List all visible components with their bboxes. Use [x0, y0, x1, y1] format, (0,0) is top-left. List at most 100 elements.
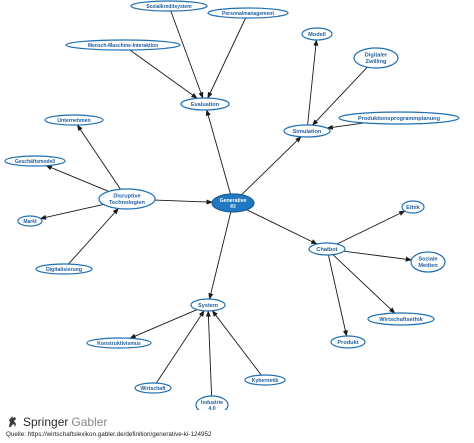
edge-produktionsplanung-to-simulation	[326, 122, 365, 130]
springer-horse-icon	[9, 416, 16, 427]
source-line: Quelle: https://wirtschaftslexikon.gable…	[6, 431, 212, 438]
node-simulation[interactable]: Simulation	[283, 124, 331, 138]
edge-industrie-to-system	[205, 310, 213, 397]
edge-disruptive-to-unternehmen	[76, 124, 121, 190]
node-label: Produktionsprogrammplanung	[358, 116, 441, 122]
node-shape	[98, 188, 156, 210]
node-evaluation[interactable]: Evaluation	[180, 97, 230, 111]
edge-center-to-system	[208, 211, 232, 300]
node-shape	[353, 47, 399, 69]
node-shape	[65, 39, 181, 51]
node-produktionsplanung[interactable]: Produktionsprogrammplanung	[338, 111, 460, 125]
node-label: Wirtschaft	[140, 386, 166, 392]
node-shape	[134, 382, 172, 394]
node-label: Digitaler	[365, 53, 388, 59]
node-label: Soziale	[418, 257, 437, 263]
node-label: Mensch-Maschine-Interaktion	[88, 43, 158, 49]
node-wirtschaft[interactable]: Wirtschaft	[134, 382, 172, 394]
node-shape	[308, 242, 346, 256]
node-shape	[44, 114, 104, 126]
edge-wirtschaft-to-system	[155, 310, 205, 384]
node-shape	[130, 0, 208, 12]
node-unternehmen[interactable]: Unternehmen	[44, 114, 104, 126]
node-label: Technologien	[109, 200, 146, 206]
edge-zwilling-to-simulation	[312, 66, 368, 126]
node-mmi[interactable]: Mensch-Maschine-Interaktion	[65, 39, 181, 51]
node-chatbot[interactable]: Chatbot	[308, 242, 346, 256]
edge-kybernetik-to-system	[212, 310, 262, 376]
node-wirtschaftsethik[interactable]: Wirtschaftsethik	[367, 312, 435, 326]
node-shape	[17, 215, 43, 227]
node-label: Ethik	[406, 205, 421, 211]
node-label: Industrie	[201, 400, 223, 406]
node-label: Generative	[220, 198, 247, 204]
brand-name: Springer	[23, 415, 69, 429]
edge-chatbot-to-ethik	[336, 210, 406, 245]
node-label: Konstruktivismus	[97, 341, 141, 347]
node-label: Unternehmen	[57, 118, 90, 124]
node-shape	[410, 251, 446, 273]
edge-personal-to-evaluation	[207, 17, 247, 99]
node-shape	[211, 193, 255, 213]
node-shape	[190, 298, 226, 312]
node-shape	[4, 155, 66, 167]
node-label: Wirtschaftsethik	[379, 317, 423, 323]
publisher-brand[interactable]: Springer Gabler	[6, 414, 107, 430]
edge-chatbot-to-sozialemedien	[343, 250, 413, 262]
node-label: Personalmanagement	[222, 11, 274, 17]
node-markt[interactable]: Markt	[17, 215, 43, 227]
node-label: Zwilling	[366, 59, 387, 65]
edge-disruptive-to-center	[154, 199, 213, 205]
node-label: Produkt	[337, 340, 358, 346]
node-shape	[338, 111, 460, 125]
node-geschaeftsmodell[interactable]: Geschäftsmodell	[4, 155, 66, 167]
edge-disruptive-to-geschaeftsmodell	[45, 165, 109, 192]
node-label: Markt	[23, 219, 37, 225]
node-shape	[207, 7, 289, 19]
node-label: Simulation	[293, 129, 322, 135]
node-shape	[195, 395, 229, 410]
node-shape	[330, 335, 366, 349]
node-shape	[301, 27, 333, 41]
edge-system-to-konstruktivismus	[129, 309, 198, 339]
edge-center-to-chatbot	[246, 209, 318, 245]
node-label: Medien	[418, 263, 438, 269]
node-label: System	[198, 303, 218, 309]
node-label: Disruptive	[113, 194, 140, 200]
node-system[interactable]: System	[190, 298, 226, 312]
edge-chatbot-to-produkt	[327, 254, 348, 337]
node-ethik[interactable]: Ethik	[401, 200, 425, 214]
brand-subname: Gabler	[71, 415, 108, 429]
edge-disruptive-to-markt	[39, 203, 104, 220]
edge-mmi-to-evaluation	[129, 49, 198, 99]
node-sozialkredit[interactable]: Sozialkreditsystem	[130, 0, 208, 12]
node-kybernetik[interactable]: Kybernetik	[244, 374, 286, 386]
node-label: Digitalisierung	[46, 267, 82, 273]
node-shape	[367, 312, 435, 326]
node-shape	[180, 97, 230, 111]
edge-digitalisierung-to-disruptive	[68, 208, 119, 265]
node-digitalisierung[interactable]: Digitalisierung	[35, 263, 93, 275]
edge-center-to-evaluation	[205, 109, 231, 195]
node-label: KI	[230, 204, 236, 210]
node-label: Geschäftsmodell	[15, 159, 56, 165]
node-label: Modell	[308, 32, 326, 38]
node-label: Evaluation	[191, 102, 220, 108]
edge-center-to-simulation	[241, 136, 302, 196]
node-shape	[401, 200, 425, 214]
node-shape	[35, 263, 93, 275]
node-produkt[interactable]: Produkt	[330, 335, 366, 349]
node-label: Sozialkreditsystem	[146, 4, 192, 10]
node-personal[interactable]: Personalmanagement	[207, 7, 289, 19]
node-shape	[86, 337, 152, 349]
node-label: Chatbot	[316, 247, 337, 253]
node-shape	[244, 374, 286, 386]
node-konstruktivismus[interactable]: Konstruktivismus	[86, 337, 152, 349]
node-modell[interactable]: Modell	[301, 27, 333, 41]
